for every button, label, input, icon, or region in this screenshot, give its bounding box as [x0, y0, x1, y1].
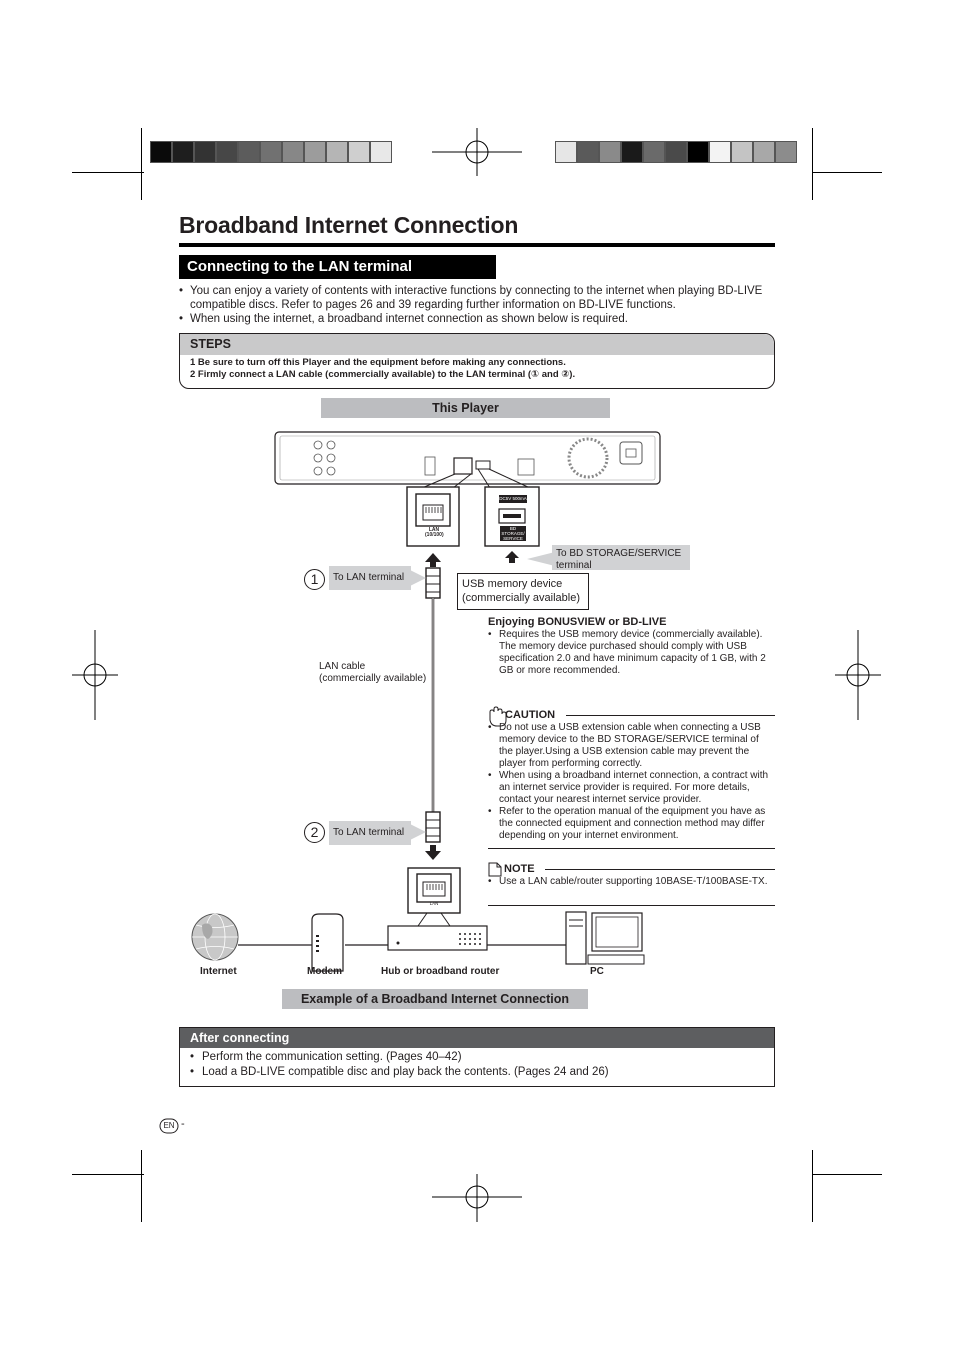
- this-player-label: This Player: [321, 398, 610, 418]
- marker-2: 2: [304, 822, 325, 843]
- caution-bottom-rule: [488, 848, 775, 849]
- step-item: 1 Be sure to turn off this Player and th…: [190, 357, 566, 368]
- marker-1: 1: [304, 569, 325, 590]
- intro-bullet: You can enjoy a variety of contents with…: [179, 284, 775, 312]
- enjoying-bullet: Requires the USB memory device (commerci…: [488, 629, 775, 677]
- device-label-internet: Internet: [200, 966, 237, 977]
- intro-bullets: You can enjoy a variety of contents with…: [179, 284, 775, 326]
- caution-bullet: Refer to the operation manual of the equ…: [488, 806, 775, 842]
- after-bullet: Load a BD-LIVE compatible disc and play …: [190, 1065, 774, 1080]
- note-bottom-rule: [488, 905, 775, 906]
- after-bullet: Perform the communication setting. (Page…: [190, 1050, 774, 1065]
- steps-heading: STEPS: [180, 334, 774, 355]
- after-connecting-heading: After connecting: [180, 1028, 774, 1048]
- intro-bullet: When using the internet, a broadband int…: [179, 312, 775, 326]
- router-port-label: LAN: [429, 901, 439, 906]
- page-number: -: [181, 1118, 185, 1130]
- after-connecting-box: After connecting Perform the communicati…: [179, 1027, 775, 1087]
- usb-port-bottom-label: BD STORAGE/ SERVICE: [500, 526, 526, 541]
- caution-section: CAUTION Do not use a USB extension cable…: [488, 708, 775, 842]
- title-rule: [179, 243, 775, 247]
- device-label-pc: PC: [590, 966, 604, 977]
- section-heading: Connecting to the LAN terminal: [179, 255, 496, 279]
- color-bar-left: [150, 141, 392, 163]
- player-rear-panel: [274, 431, 661, 485]
- example-label: Example of a Broadband Internet Connecti…: [282, 989, 588, 1009]
- usb-memory-box: USB memory device (commercially availabl…: [457, 573, 589, 610]
- to-lan-callout-1: To LAN terminal: [329, 566, 411, 590]
- language-badge: EN: [163, 1121, 175, 1130]
- caution-bullet: Do not use a USB extension cable when co…: [488, 722, 775, 770]
- note-heading: NOTE: [504, 863, 535, 875]
- lan-cable-label: LAN cable (commercially available): [319, 661, 427, 684]
- enjoying-heading: Enjoying BONUSVIEW or BD-LIVE: [488, 616, 667, 628]
- bd-storage-callout: To BD STORAGE/SERVICE terminal: [552, 545, 690, 571]
- caution-bullet: When using a broadband internet connecti…: [488, 770, 775, 806]
- note-section: NOTE Use a LAN cable/router supporting 1…: [488, 862, 775, 888]
- step-item: 2 Firmly connect a LAN cable (commercial…: [190, 369, 576, 380]
- usb-port-top-label: DC5V 500mA: [499, 495, 527, 503]
- caution-rule: [566, 715, 775, 716]
- caution-heading: CAUTION: [505, 709, 556, 721]
- device-label-modem: Modem: [307, 966, 342, 977]
- color-bar-right: [555, 141, 797, 163]
- enjoying-section: Enjoying BONUSVIEW or BD-LIVE Requires t…: [488, 615, 775, 677]
- steps-box: STEPS 1 Be sure to turn off this Player …: [179, 333, 775, 389]
- lan-port-label: LAN (10/100): [425, 527, 444, 538]
- note-bullet: Use a LAN cable/router supporting 10BASE…: [488, 876, 775, 888]
- note-rule: [545, 869, 775, 870]
- note-icon: [488, 862, 502, 877]
- page-title: Broadband Internet Connection: [179, 212, 519, 238]
- to-lan-callout-2: To LAN terminal: [329, 821, 411, 845]
- device-label-router: Hub or broadband router: [381, 966, 500, 977]
